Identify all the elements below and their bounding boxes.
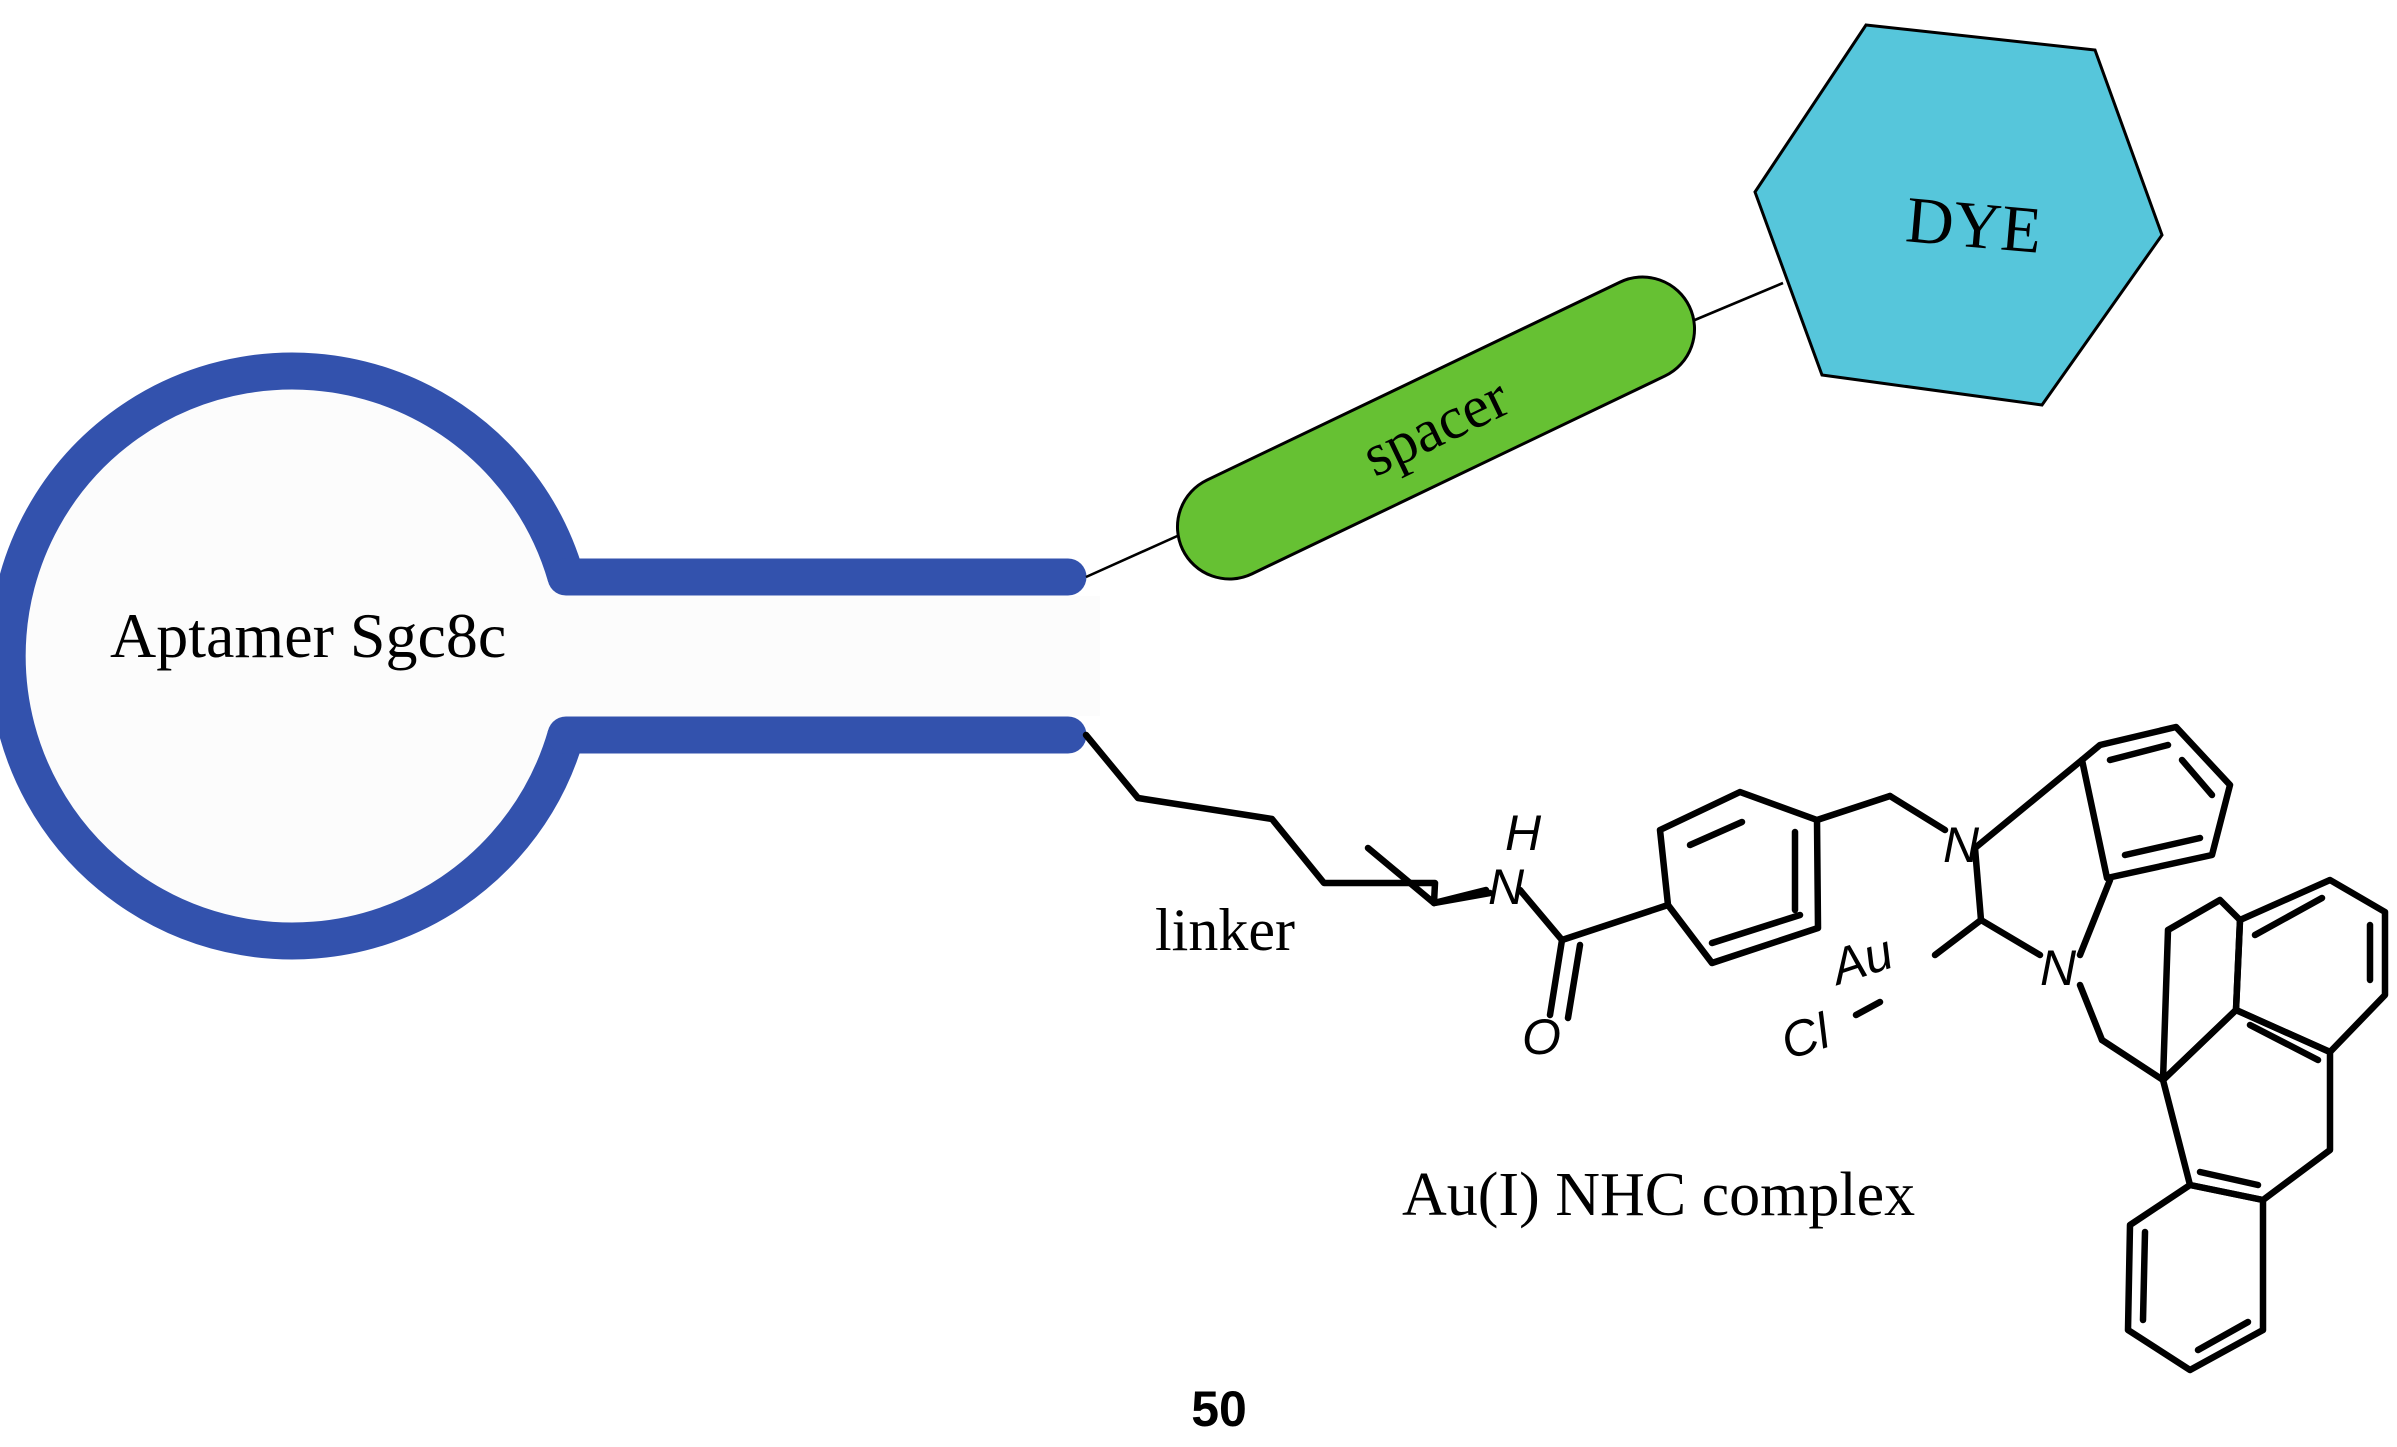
tether-line-aptamer-spacer [1085,531,1185,579]
spacer-capsule: spacer [1175,275,1697,581]
atom-o: O [1522,1009,1561,1065]
atom-n2: N [2040,940,2077,996]
linker-chain [1082,731,1439,907]
atom-h: H [1505,805,1542,861]
atom-n-amide: N [1488,859,1525,915]
aptamer-stem-gap [566,596,1100,716]
au-nhc-structure [1430,723,2389,1374]
tether-line-spacer-dye [1689,281,1784,324]
linker-label: linker [1155,897,1295,963]
dye-hexagon [1753,23,2164,407]
atom-cl: Cl [1774,1002,1838,1070]
aptamer-hairpin [0,352,1100,960]
complex-label: Au(I) NHC complex [1402,1161,1915,1229]
atom-au: Au [1821,923,1899,996]
aptamer-loop [0,352,584,960]
compound-number: 50 [1191,1381,1247,1437]
aptamer-label: Aptamer Sgc8c [110,600,506,671]
dye-label: DYE [1903,183,2045,268]
atom-n1: N [1943,817,1980,873]
